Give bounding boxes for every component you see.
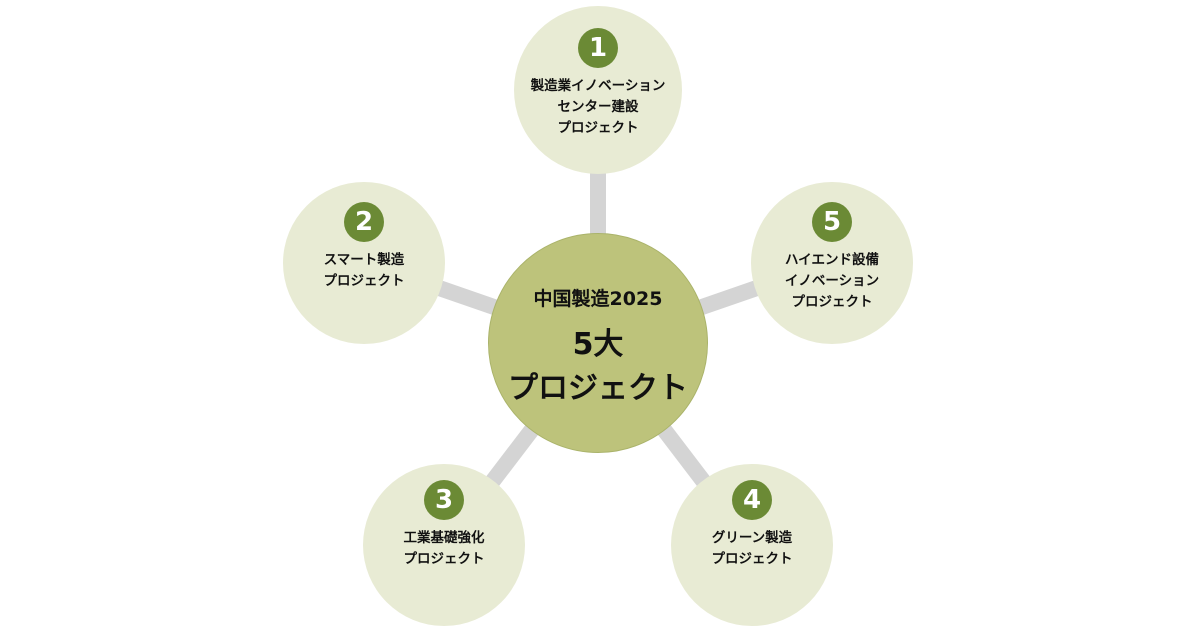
- project-node-2: 2 スマート製造 プロジェクト: [283, 182, 445, 344]
- project-node-3: 3 工業基礎強化 プロジェクト: [363, 464, 525, 626]
- number-badge: 4: [732, 480, 772, 520]
- center-title: 中国製造2025: [533, 288, 663, 310]
- project-node-4: 4 グリーン製造 プロジェクト: [671, 464, 833, 626]
- project-node-5: 5 ハイエンド設備 イノベーション プロジェクト: [751, 182, 913, 344]
- center-line2: プロジェクト: [508, 371, 688, 406]
- center-line1: 5大: [572, 327, 624, 362]
- number-badge: 2: [344, 202, 384, 242]
- number-badge: 3: [424, 480, 464, 520]
- project-label: スマート製造 プロジェクト: [323, 252, 405, 289]
- project-label: グリーン製造 プロジェクト: [711, 530, 793, 567]
- project-label: 工業基礎強化 プロジェクト: [403, 530, 485, 567]
- project-node-1: 1 製造業イノベーション センター建設 プロジェクト: [514, 6, 682, 174]
- project-label: ハイエンド設備 イノベーション プロジェクト: [784, 252, 880, 310]
- project-label: 製造業イノベーション センター建設 プロジェクト: [530, 78, 666, 136]
- center-hub: 中国製造2025 5大 プロジェクト: [488, 233, 708, 453]
- number-badge: 5: [812, 202, 852, 242]
- number-badge: 1: [578, 28, 618, 68]
